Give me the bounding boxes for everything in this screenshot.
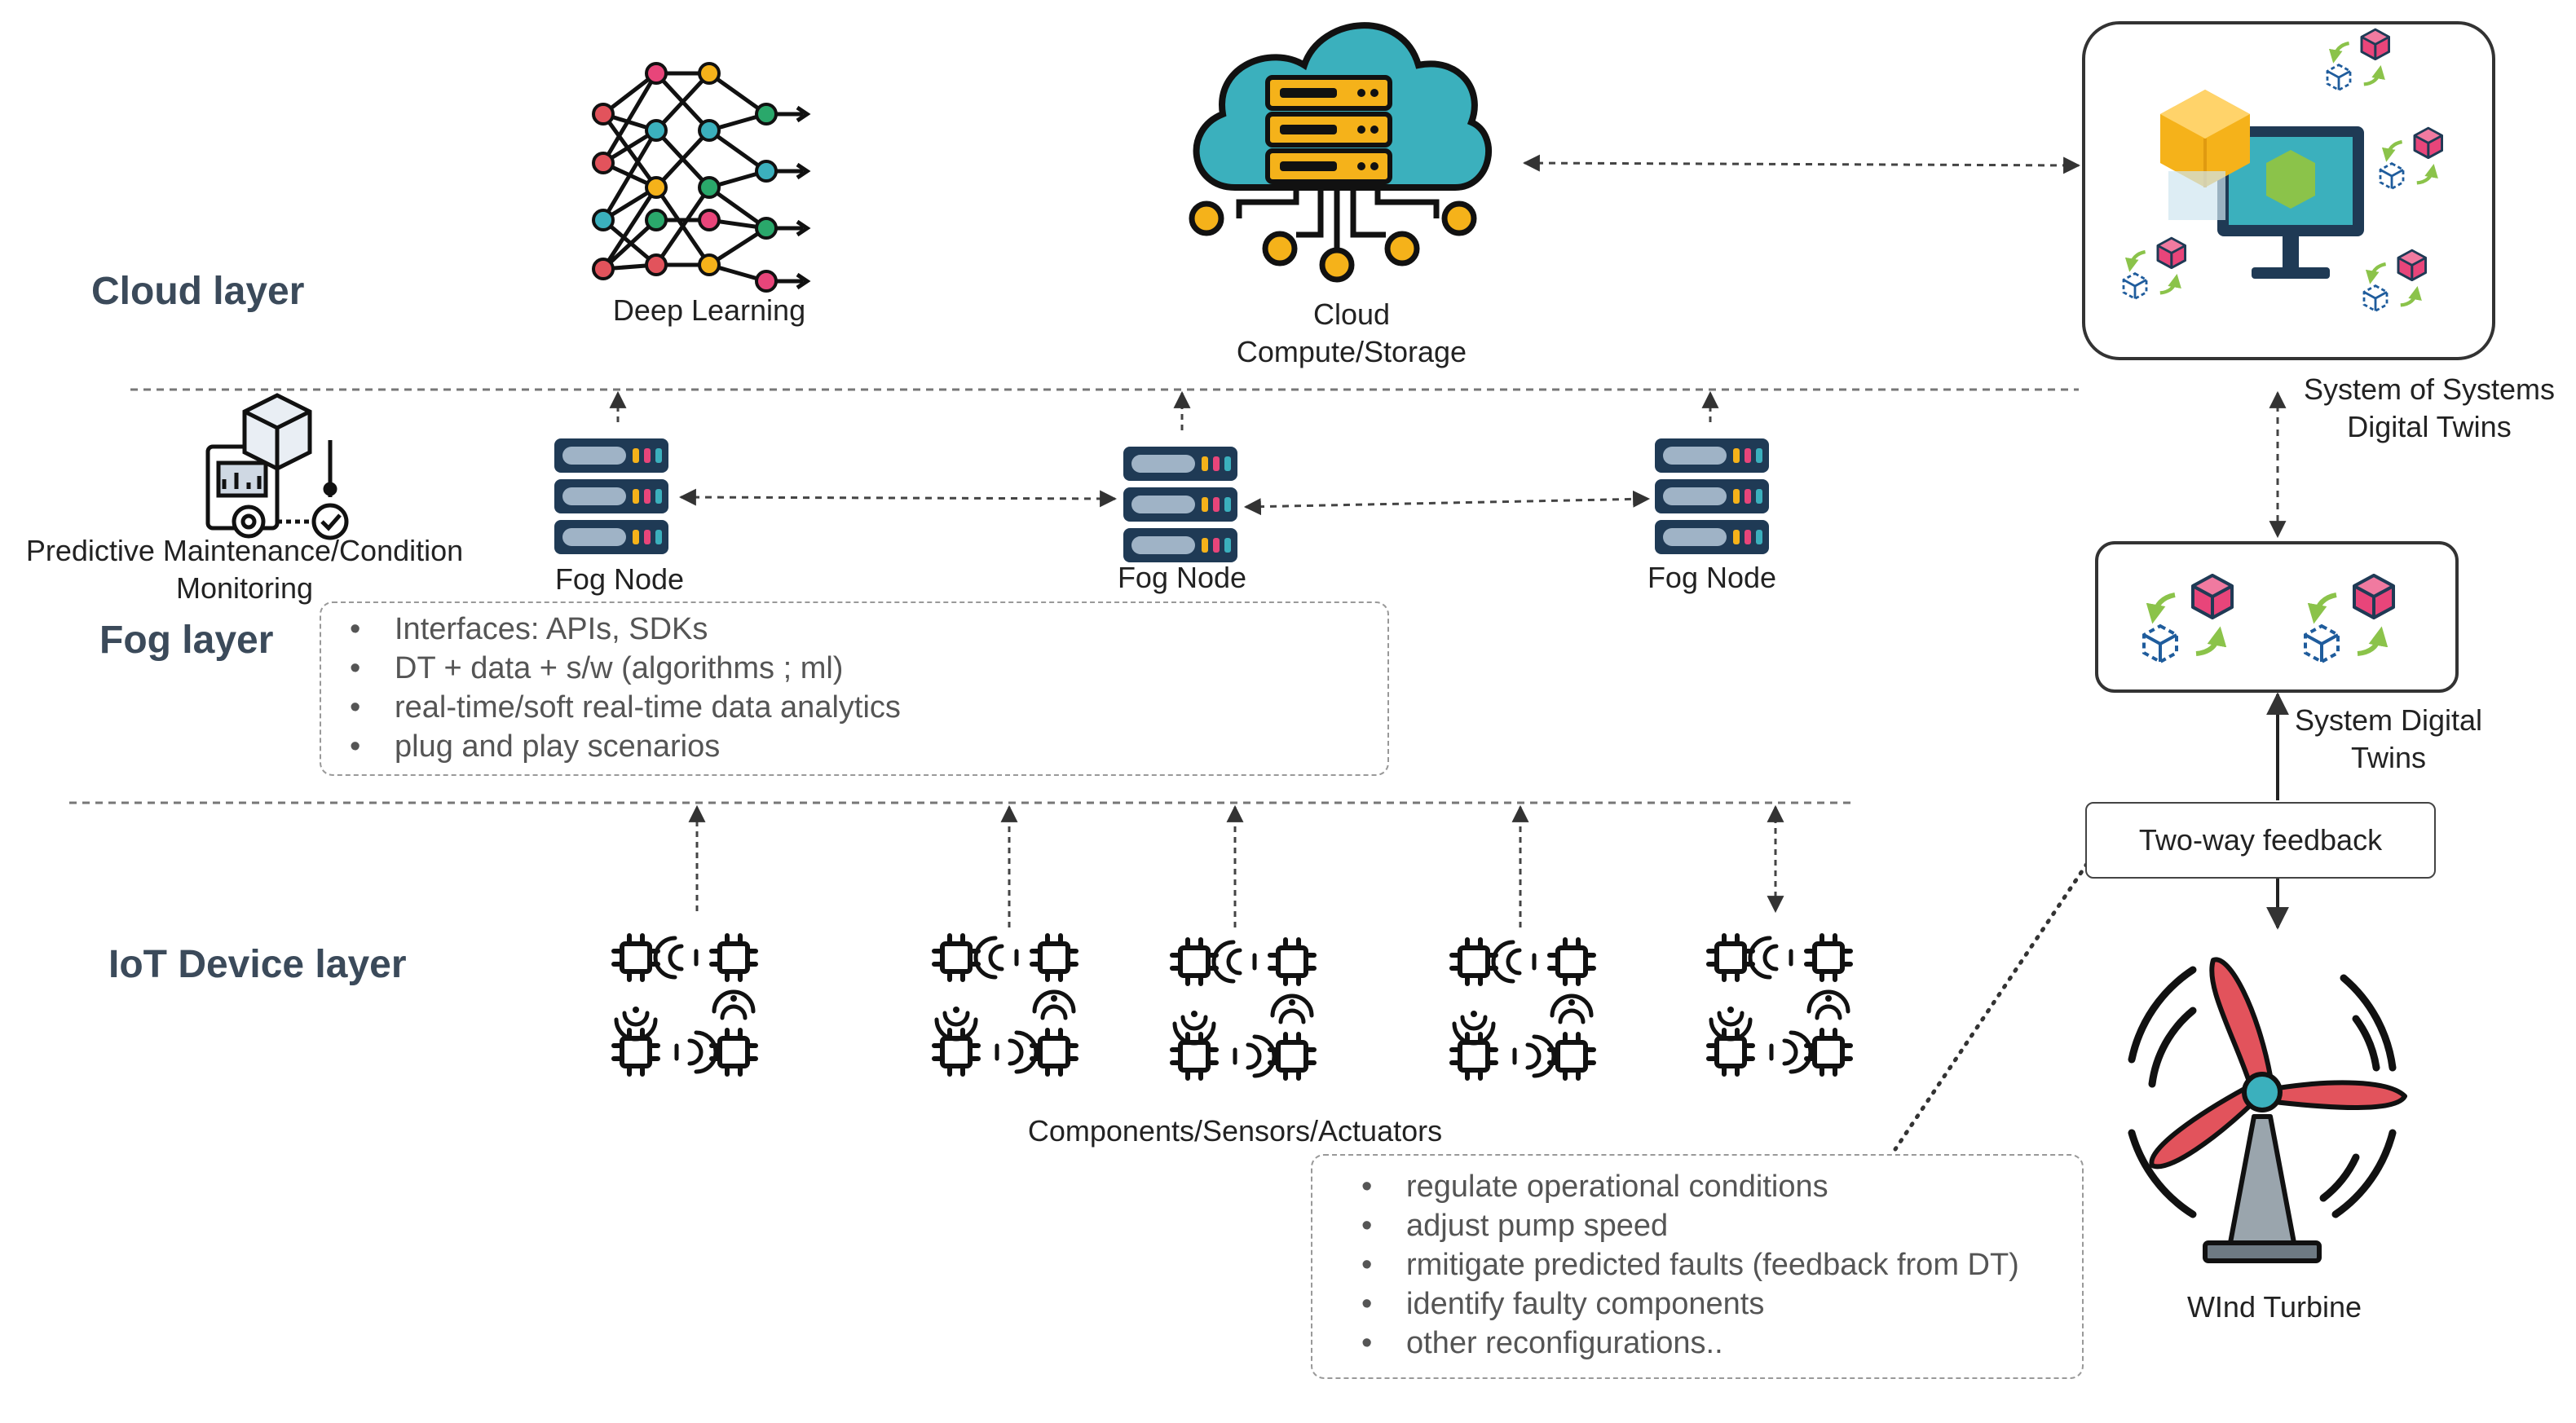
cloud-label-line1: Cloud xyxy=(1312,297,1391,331)
iot-cluster-2 xyxy=(934,936,1076,1074)
sos-dt-label-line1: System of Systems xyxy=(2303,372,2556,406)
iot-cluster-4 xyxy=(1452,940,1594,1078)
sdt-label-line2: Twins xyxy=(2350,741,2427,774)
fog-node-label-3: Fog Node xyxy=(1647,561,1777,594)
feedback-bullet: regulate operational conditions xyxy=(1361,1167,2082,1206)
fog-node-server-2 xyxy=(1123,447,1237,562)
fog-layer-title: Fog layer xyxy=(99,619,274,662)
predictive-label-line2: Monitoring xyxy=(175,571,314,605)
fog-bullet: DT + data + s/w (algorithms ; ml) xyxy=(350,649,1387,688)
predictive-maintenance-icon xyxy=(205,393,349,540)
feedback-bullet: rmitigate predicted faults (feedback fro… xyxy=(1361,1245,2082,1284)
cloud-label-line2: Compute/Storage xyxy=(1236,335,1467,368)
system-of-systems-digital-twin-icon xyxy=(2082,21,2495,360)
iot-cluster-5 xyxy=(1709,936,1850,1074)
feedback-actions-list: regulate operational conditions adjust p… xyxy=(1329,1167,2082,1363)
neural-network-icon xyxy=(592,62,811,293)
fog-bullet: plug and play scenarios xyxy=(350,727,1387,766)
fog-capabilities-box: Interfaces: APIs, SDKs DT + data + s/w (… xyxy=(320,601,1389,776)
fog-capabilities-list: Interfaces: APIs, SDKs DT + data + s/w (… xyxy=(321,610,1387,766)
fog-bullet: Interfaces: APIs, SDKs xyxy=(350,610,1387,649)
feedback-bullet: adjust pump speed xyxy=(1361,1206,2082,1245)
cloud-layer-title: Cloud layer xyxy=(91,270,305,313)
fog-bullet: real-time/soft real-time data analytics xyxy=(350,688,1387,727)
feedback-bullet: other reconfigurations.. xyxy=(1361,1324,2082,1363)
two-way-feedback-box: Two-way feedback xyxy=(2085,802,2436,879)
sos-dt-label-line2: Digital Twins xyxy=(2347,410,2512,443)
components-label: Components/Sensors/Actuators xyxy=(1027,1114,1443,1148)
wind-turbine-icon xyxy=(2128,957,2407,1263)
system-digital-twin-icon xyxy=(2095,541,2459,693)
fog-node-label-1: Fog Node xyxy=(554,562,685,596)
iot-layer-title: IoT Device layer xyxy=(108,943,407,986)
deep-learning-label: Deep Learning xyxy=(612,293,806,327)
fog-node-server-1 xyxy=(554,438,668,554)
wind-turbine-label: WInd Turbine xyxy=(2186,1290,2362,1324)
fog-node-label-2: Fog Node xyxy=(1117,561,1247,594)
iot-cluster-3 xyxy=(1172,940,1314,1078)
two-way-feedback-label: Two-way feedback xyxy=(2138,823,2383,857)
feedback-bullet: identify faulty components xyxy=(1361,1284,2082,1324)
cloud-server-icon xyxy=(1189,22,1492,283)
predictive-label-line1: Predictive Maintenance/Condition xyxy=(25,534,464,567)
feedback-actions-box: regulate operational conditions adjust p… xyxy=(1311,1154,2084,1379)
sdt-label-line1: System Digital xyxy=(2294,703,2483,737)
iot-cluster-1 xyxy=(614,936,756,1074)
fog-node-server-3 xyxy=(1655,438,1769,554)
